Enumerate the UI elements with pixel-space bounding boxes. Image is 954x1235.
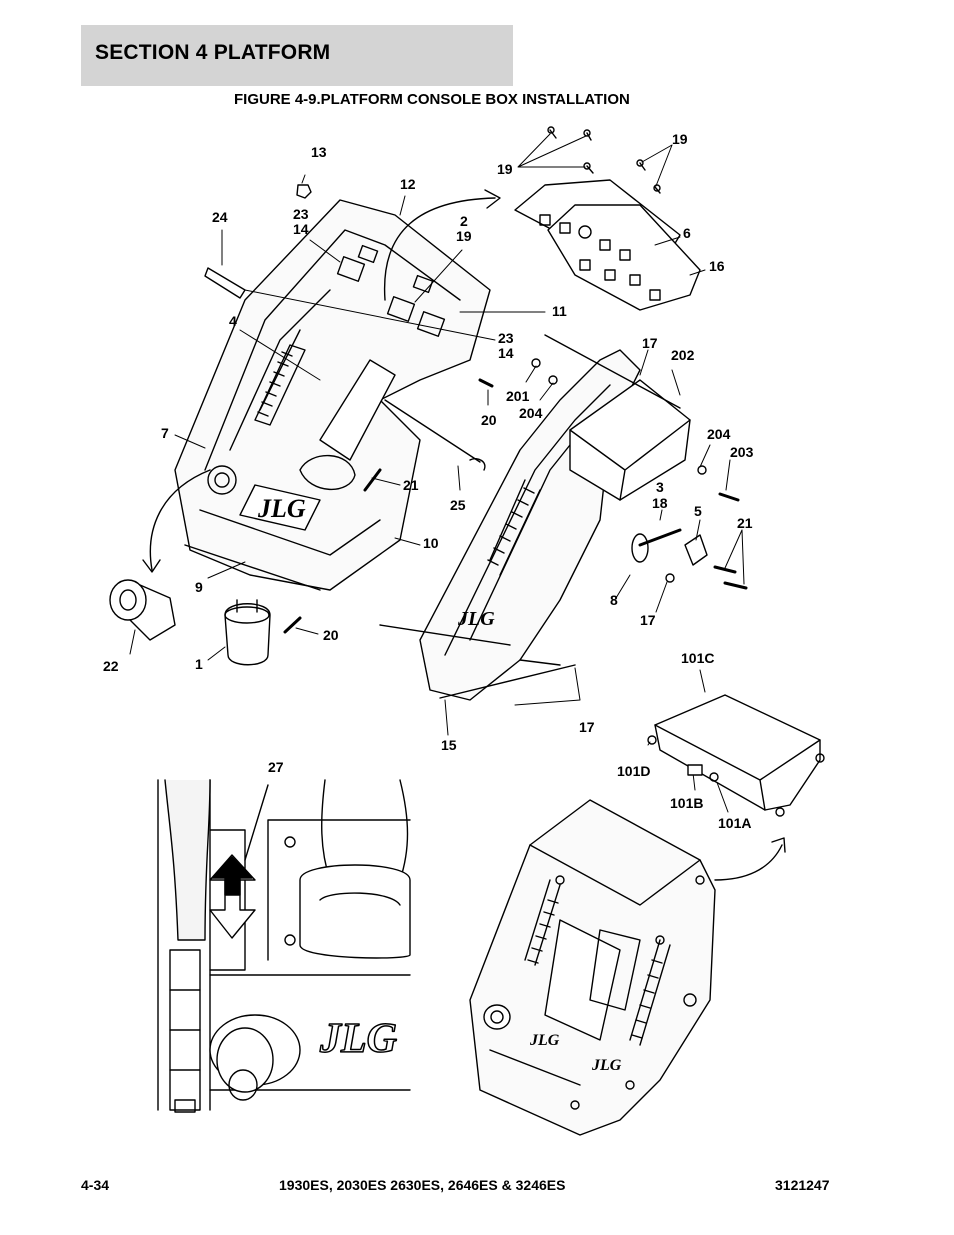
page-number: 4-34	[81, 1177, 110, 1193]
assembled-view: JLG JLG	[469, 799, 716, 1136]
document-number: 3121247	[775, 1177, 830, 1193]
callout-14-upper: 14	[293, 221, 309, 237]
callout-2: 2	[460, 213, 468, 229]
svg-text:JLG: JLG	[319, 1016, 397, 1062]
callout-19-top-right: 19	[672, 131, 688, 147]
callout-10: 10	[423, 535, 439, 551]
callout-24: 24	[212, 209, 228, 225]
callout-101D: 101D	[617, 763, 650, 779]
callout-23-upper: 23	[293, 206, 309, 222]
cover-101C	[647, 694, 825, 817]
svg-text:JLG: JLG	[591, 1057, 622, 1074]
callout-21-left: 21	[403, 477, 419, 493]
svg-text:JLG: JLG	[457, 608, 495, 630]
callout-13: 13	[311, 144, 327, 160]
svg-text:JLG: JLG	[257, 494, 306, 523]
callout-19-top-left: 19	[497, 161, 513, 177]
callout-101A: 101A	[718, 815, 751, 831]
callout-19-mid: 19	[456, 228, 472, 244]
fasteners	[204, 126, 748, 634]
svg-text:JLG: JLG	[529, 1032, 560, 1049]
callout-23-lower: 23	[498, 330, 514, 346]
callout-27: 27	[268, 759, 284, 775]
callout-204-right: 204	[707, 426, 731, 442]
figure-title: FIGURE 4-9.PLATFORM CONSOLE BOX INSTALLA…	[234, 91, 630, 108]
leader-lines	[129, 133, 745, 813]
callout-18: 18	[652, 495, 668, 511]
callout-25: 25	[450, 497, 466, 513]
callout-3: 3	[656, 479, 664, 495]
callout-17-upper: 17	[642, 335, 658, 351]
callout-11: 11	[552, 303, 567, 319]
callout-6: 6	[683, 225, 691, 241]
callout-17-lower: 17	[579, 719, 595, 735]
callout-5: 5	[694, 503, 702, 519]
top-plates	[514, 179, 701, 311]
callout-17-mid: 17	[640, 612, 656, 628]
rear-frame: JLG	[419, 349, 691, 701]
callout-204-left: 204	[519, 405, 543, 421]
callout-12: 12	[400, 176, 416, 192]
callout-201: 201	[506, 388, 530, 404]
callout-203: 203	[730, 444, 754, 460]
callout-8: 8	[610, 592, 618, 608]
callout-202: 202	[671, 347, 695, 363]
callout-labels: 13 12 19 19 24 23 14 2 19 6 16 4 11 23 1…	[103, 131, 754, 831]
detail-27: JLG	[157, 779, 411, 1113]
callout-7: 7	[161, 425, 169, 441]
callout-20-upper: 20	[481, 412, 497, 428]
callout-15: 15	[441, 737, 457, 753]
knob-assembly	[109, 579, 176, 641]
callout-9: 9	[195, 579, 203, 595]
section-title: SECTION 4 PLATFORM	[95, 41, 331, 64]
callout-22: 22	[103, 658, 119, 674]
model-list: 1930ES, 2030ES 2630ES, 2646ES & 3246ES	[279, 1177, 566, 1193]
section-header: SECTION 4 PLATFORM	[81, 25, 513, 86]
callout-101C: 101C	[681, 650, 714, 666]
callout-20-lower: 20	[323, 627, 339, 643]
callout-16: 16	[709, 258, 725, 274]
callout-14-lower: 14	[498, 345, 514, 361]
console-upper-assembly: JLG	[174, 199, 491, 591]
callout-21-right: 21	[737, 515, 753, 531]
callout-101B: 101B	[670, 795, 703, 811]
cap-part	[224, 599, 271, 666]
callout-1: 1	[195, 656, 203, 672]
callout-4: 4	[229, 313, 237, 329]
